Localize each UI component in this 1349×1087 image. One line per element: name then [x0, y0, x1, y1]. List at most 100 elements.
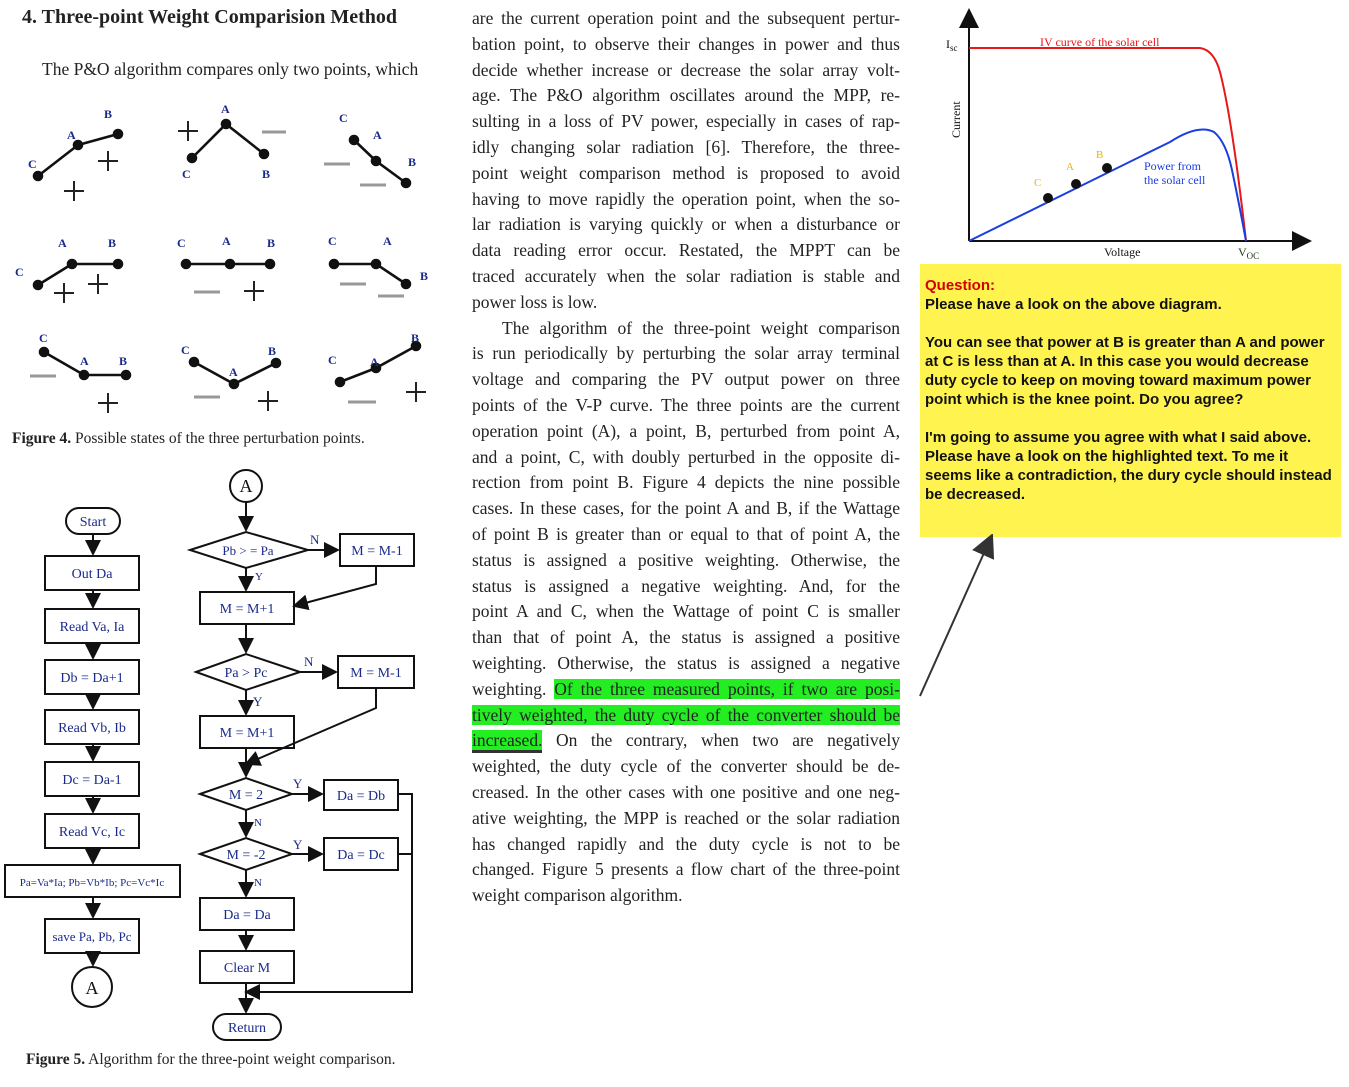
body-line: point A and C, when the Wattage of point… [472, 601, 900, 622]
fig4-label-a: A [370, 355, 379, 369]
question-line1: Please have a look on the above diagram. [925, 296, 1222, 313]
fig4-label-c: C [182, 167, 191, 181]
fig4-label-b: B [268, 344, 276, 358]
fig4-label-c: C [28, 157, 37, 171]
figure5-caption: Figure 5. Algorithm for the three-point … [26, 1051, 396, 1069]
fig4-label-c: C [39, 331, 48, 345]
body-line: decide whether increase or decrease the … [472, 59, 900, 80]
flow-decision-m-2-label: M = -2 [226, 848, 265, 863]
figure4-caption: Figure 4. Possible states of the three p… [12, 430, 365, 448]
fig4-label-a: A [222, 234, 231, 248]
body-line: cases. In these cases, for the point A a… [472, 498, 900, 519]
fig4-label-c: C [177, 236, 186, 250]
fig4-state-3-3 [334, 340, 428, 404]
fig4-label-b: B [408, 155, 416, 169]
fig4-label-b: B [108, 236, 116, 250]
iv-point-b [1102, 163, 1112, 173]
flow-connector-a-out-label: A [86, 978, 99, 998]
fig4-label-b: B [104, 107, 112, 121]
flow-read-vb-label: Read Vb, Ib [58, 721, 126, 736]
flow-m-minus-1-a-label: M = M-1 [351, 544, 402, 559]
flow-clear-m-label: Clear M [224, 961, 271, 976]
highlighted-text: tively weighted, the duty cycle of the c… [472, 704, 900, 725]
power-label-1: Power from [1144, 159, 1202, 173]
flow-out-da-label: Out Da [72, 567, 114, 582]
question-label: Question: [925, 277, 995, 294]
flow-db-label: Db = Da+1 [60, 671, 123, 686]
flow-start-label: Start [80, 515, 107, 530]
fig4-label-c: C [328, 234, 337, 248]
flow-no-2: N [304, 654, 314, 669]
fig4-label-a: A [373, 128, 382, 142]
figure5-flowchart: Start Out Da Read Va, Ia Db = Da+1 Read … [4, 469, 415, 1041]
body-line: sulting in a loss of PV power, especiall… [472, 111, 900, 132]
body-line: status is assigned a positive weighting.… [472, 549, 900, 570]
iv-curve-label: IV curve of the solar cell [1040, 35, 1160, 49]
body-line: rection from point B. Figure 4 depicts t… [472, 472, 900, 493]
flow-decision-pb-label: Pb > = Pa [222, 543, 273, 558]
flow-yes-1: Y [255, 571, 263, 583]
flow-yes-3: Y [293, 776, 303, 791]
intro-text: The P&O algorithm compares only two poin… [42, 59, 419, 79]
body-line: is run periodically by perturbing the so… [472, 343, 900, 364]
question-para3: I'm going to assume you agree with what … [925, 429, 1332, 503]
fig4-state-2-3 [328, 258, 412, 298]
flow-read-vc-label: Read Vc, Ic [59, 825, 125, 840]
flow-da-db-label: Da = Db [337, 789, 385, 804]
body-line: The algorithm of the three-point weight … [502, 317, 900, 338]
fig4-label-a: A [58, 236, 67, 250]
flow-no-1: N [310, 532, 320, 547]
post-highlight-text: On the contrary, when two are negatively [556, 730, 900, 751]
body-line: tively weighted, the duty cycle of the c… [472, 703, 900, 729]
fig4-label-c: C [15, 265, 24, 279]
flow-return-label: Return [228, 1021, 266, 1036]
annotation-arrow [919, 534, 995, 697]
iv-point-b-label: B [1096, 149, 1103, 161]
body-line: traced accurately when the solar radiati… [472, 265, 900, 286]
body-line: are the current operation point and the … [472, 8, 900, 28]
body-line: lar radiation is varying quickly or when… [472, 214, 900, 235]
question-annotation: Question: Please have a look on the abov… [920, 264, 1341, 537]
body-line: bation point, to observe their changes i… [472, 33, 900, 54]
fig4-label-b: B [420, 269, 428, 283]
fig4-label-a: A [229, 365, 238, 379]
iv-curve-chart: Isc Current Voltage VOC IV curve of the … [946, 8, 1312, 261]
fig4-state-3-2 [188, 356, 282, 413]
iv-curve-line [969, 47, 1247, 242]
question-para2: You can see that power at B is greater t… [925, 334, 1325, 408]
body-line: status is assigned a negative weighting.… [472, 575, 900, 596]
figure5-caption-text: Algorithm for the three-point weight com… [88, 1051, 396, 1068]
body-line: data reading error occur. Restated, the … [472, 240, 900, 261]
body-line: creased. In the other cases with one pos… [472, 781, 900, 802]
body-line: than that of point A, the status is assi… [472, 627, 900, 648]
flow-decision-m2-label: M = 2 [229, 788, 263, 803]
iv-point-c-label: C [1034, 177, 1041, 189]
flow-power-calc-label: Pa=Va*Ia; Pb=Vb*Ib; Pc=Vc*Ic [20, 877, 165, 889]
body-line: idly changing solar radiation [6]. There… [472, 136, 900, 157]
fig4-state-1-3 [324, 134, 412, 189]
flow-read-va-label: Read Va, Ia [60, 620, 125, 635]
fig4-label-c: C [181, 343, 190, 357]
body-line: age. The P&O algorithm oscillates around… [472, 85, 900, 106]
body-line: weight comparison algorithm. [472, 885, 683, 906]
fig4-label-a: A [221, 102, 230, 116]
pre-highlight-text: weighting. [472, 678, 547, 699]
fig4-label-a: A [67, 128, 76, 142]
body-line: weighting. Otherwise, the status is assi… [472, 652, 900, 673]
body-line: of point B is greater than or equal to t… [472, 523, 900, 544]
figure5-label: Figure 5. [26, 1051, 86, 1068]
x-axis-label: Voltage [1104, 245, 1140, 259]
fig4-label-c: C [328, 353, 337, 367]
fig4-label-b: B [411, 331, 419, 345]
body-line: and a point, C, with doubly perturbed in… [472, 446, 900, 467]
body-line: point weight comparison method is propos… [472, 162, 900, 183]
y-axis-label: Current [949, 101, 963, 138]
body-line: weighting. Of the three measured points,… [472, 677, 900, 703]
flow-connector-a-out [71, 966, 113, 1008]
fig4-state-1-2 [176, 118, 286, 164]
highlighted-text: increased. [472, 730, 543, 754]
iv-point-c [1043, 193, 1053, 203]
body-line: having to move rapidly the operation poi… [472, 188, 900, 209]
isc-label: Isc [946, 37, 958, 53]
figure4-label: Figure 4. [12, 430, 72, 447]
